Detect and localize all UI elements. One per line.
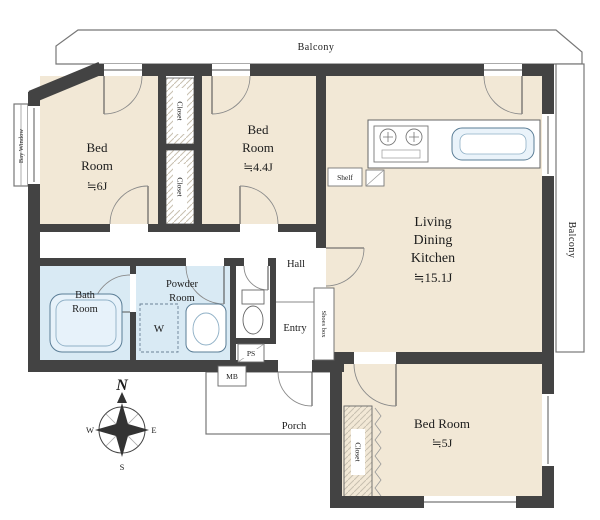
closet-accordion-door [374,407,382,497]
shoes-box [313,287,335,361]
closet-label-bg [173,88,365,475]
kitchen [327,119,541,187]
bedroom-a-size: ≒6J [87,179,108,193]
balcony-right-label: Balcony [566,222,577,259]
mb-box [217,365,247,387]
bay-window [13,103,29,187]
shoes-box-label: Shoes box [320,311,327,339]
bath-fixtures [49,293,123,353]
mb-label: MB [226,372,238,381]
compass-star [95,403,149,457]
bedroom-c-size: ≒5J [432,436,453,450]
closet-bedroom-c-label: Closet [354,442,363,462]
closet-upper-label: Closet [176,101,185,121]
burner-icon [405,128,423,146]
ps-label: PS [247,349,255,358]
hall-label: Hall [287,259,305,270]
compass: N W E S [86,377,157,472]
compass-s: S [120,462,125,472]
bedroom-b-label-1: Bed [248,122,269,137]
toilet-bowl-icon [242,305,264,335]
bedroom-c-label: Bed Room [414,416,470,431]
window-glass-lines [33,69,549,503]
bedroom-c-floor [342,364,542,496]
stove [373,125,429,163]
powder-fixtures [139,303,227,353]
bedroom-a-label-1: Bed [87,140,108,155]
bedroom-a-label-2: Room [81,158,113,173]
toilet-tank-icon [241,289,265,305]
ldk-label-3: Kitchen [411,251,455,266]
burner-icon [379,128,397,146]
wc-fixtures [241,289,265,335]
ldk-label-1: Living [414,215,451,230]
shelf-box [327,167,363,187]
ldk-floor [326,76,542,352]
bedroom-a-floor [40,76,158,224]
powder-label-2: Room [169,293,195,304]
washer-label: W [154,323,165,335]
entry-area [217,287,335,387]
entry-label: Entry [283,323,307,334]
compass-n: N [115,377,129,394]
porch-label: Porch [282,421,307,432]
balcony-top-label: Balcony [298,42,335,53]
washer-space [139,303,179,353]
wall-diagonal [28,61,104,104]
bedroom-b-label-2: Room [242,140,274,155]
balcony-right [555,63,585,353]
bedroom-b-floor [202,76,316,224]
bedroom-b-size: ≒4.4J [243,160,273,174]
compass-e: E [151,425,156,435]
compass-w: W [86,425,94,435]
closet-lower-label: Closet [176,177,185,197]
bath-label-2: Room [72,304,98,315]
bay-window-label: Bay Window [18,129,25,163]
shelf-label: Shelf [337,173,353,182]
bath-label-1: Bath [75,290,96,301]
powder-label-1: Powder [166,279,199,290]
ldk-label-2: Dining [414,233,453,248]
ldk-size: ≒15.1J [414,270,453,285]
compass-arrowhead [117,392,127,403]
bathtub-icon [49,293,123,353]
labels: Balcony Balcony Bay Window Bed Room ≒6J … [18,42,577,462]
